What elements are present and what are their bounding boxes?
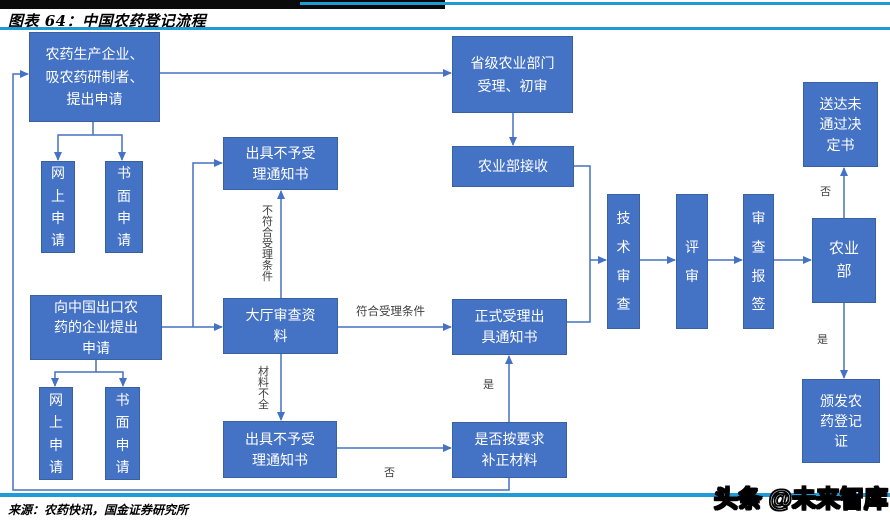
edge-applicant-written1 <box>93 134 126 161</box>
box-online-application-1-label: 网上申请 <box>51 165 65 249</box>
box-deliver-rejection-decision: 送达未 通过决 定书 <box>803 82 878 167</box>
source-note: 来源：农药快讯，国金证券研究所 <box>8 503 189 517</box>
box-applicant-label: 农药生产企业、 吸农药研制者、 提出申请 <box>45 46 144 108</box>
figure-title: 图表 64：中国农药登记流程 <box>8 12 207 30</box>
edge-applicant-online1 <box>54 122 94 161</box>
top-black-bar <box>0 0 445 9</box>
label-meet-conditions: 符合受理条件 <box>356 306 425 318</box>
box-written-application-1-label: 书面申请 <box>117 165 131 249</box>
box-moa-receive-label: 农业部接收 <box>478 158 548 174</box>
box-formal-acceptance: 正式受理出 具通知书 <box>452 299 567 355</box>
edge-rail-moareceive-formal <box>567 165 591 323</box>
title-underline-rule <box>0 27 890 30</box>
box-review-report-sign: 审查报签 <box>743 194 774 329</box>
box-evaluation: 评审 <box>676 194 708 329</box>
label-no-supplement: 否 <box>384 467 395 479</box>
box-reject-notice-top: 出具不予受 理通知书 <box>223 137 338 190</box>
box-provincial-review-label: 省级农业部门 受理、初审 <box>470 55 555 94</box>
box-deliver-rejection-decision-label: 送达未 通过决 定书 <box>819 96 862 153</box>
box-supplement-materials: 是否按要求 补正材料 <box>452 422 567 478</box>
box-written-application-2-label: 书面申请 <box>115 391 130 475</box>
box-technical-review-label: 技术审查 <box>616 210 631 313</box>
box-ministry-of-agriculture: 农业 部 <box>812 218 876 303</box>
box-written-application-2: 书面申请 <box>105 387 140 480</box>
box-online-application-2: 网上申请 <box>39 387 73 480</box>
edge-export-online2 <box>51 360 97 387</box>
watermark-toutiao-weilaizhiku: 头条 @未来智库 <box>713 485 888 513</box>
edge-branch-rejecttop <box>192 159 223 327</box>
box-written-application-1: 书面申请 <box>105 161 143 253</box>
edge-export-written2 <box>96 371 127 387</box>
top-blue-rule <box>300 2 890 5</box>
box-ministry-of-agriculture-label: 农业 部 <box>828 240 859 280</box>
label-yes-approval: 是 <box>817 334 828 346</box>
box-issue-registration-certificate: 颁发农 药登记 证 <box>802 379 880 463</box>
box-supplement-materials-label: 是否按要求 补正材料 <box>474 431 545 468</box>
label-incomplete-materials: 材料不全 <box>258 366 269 411</box>
label-not-meet-conditions: 不符合受理条件 <box>262 205 273 283</box>
box-reject-notice-top-label: 出具不予受 理通知书 <box>245 144 316 182</box>
box-reject-notice-bottom-label: 出具不予受 理通知书 <box>245 430 315 468</box>
bottom-blue-rule <box>0 493 890 497</box>
box-provincial-review: 省级农业部门 受理、初审 <box>452 36 573 113</box>
box-export-applicant: 向中国出口农 药的企业提出 申请 <box>30 295 162 360</box>
label-no-approval: 否 <box>820 186 831 198</box>
box-issue-registration-certificate-label: 颁发农 药登记 证 <box>820 392 862 450</box>
box-hall-review: 大厅审查资 料 <box>223 298 338 354</box>
label-yes-supplement: 是 <box>483 379 494 391</box>
box-formal-acceptance-label: 正式受理出 具通知书 <box>474 308 545 345</box>
box-applicant: 农药生产企业、 吸农药研制者、 提出申请 <box>29 32 160 122</box>
box-hall-review-label: 大厅审查资 料 <box>245 307 316 344</box>
box-online-application-1: 网上申请 <box>41 161 75 253</box>
box-review-report-sign-label: 审查报签 <box>751 210 766 313</box>
box-moa-receive: 农业部接收 <box>452 146 574 187</box>
box-evaluation-label: 评审 <box>685 238 699 284</box>
box-online-application-2-label: 网上申请 <box>49 391 63 475</box>
box-export-applicant-label: 向中国出口农 药的企业提出 申请 <box>54 299 138 356</box>
box-technical-review: 技术审查 <box>607 194 640 329</box>
box-reject-notice-bottom: 出具不予受 理通知书 <box>223 421 337 478</box>
